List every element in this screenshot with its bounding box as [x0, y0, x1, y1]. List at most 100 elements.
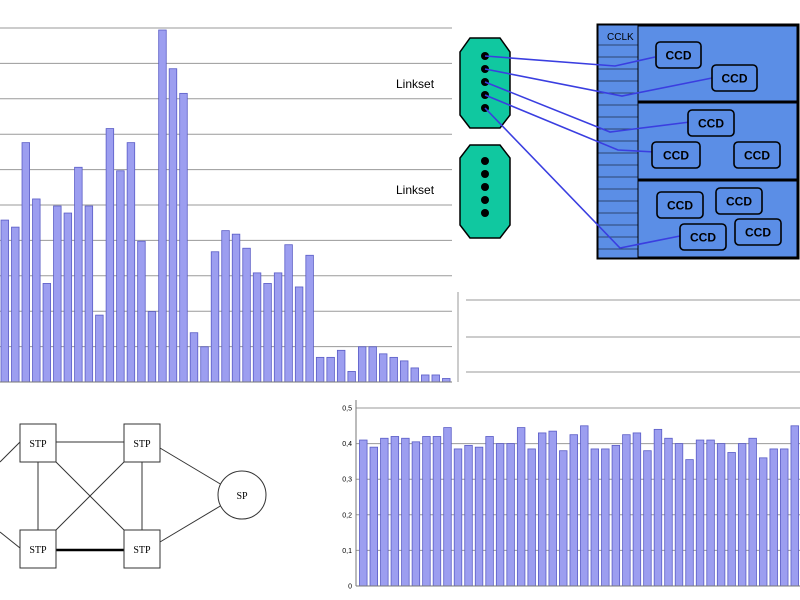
top-left-bar — [442, 378, 451, 383]
top-left-bar — [221, 230, 230, 383]
stp-label: STP — [29, 545, 47, 556]
link-port — [481, 157, 489, 165]
ccd-label: CCD — [698, 117, 724, 131]
top-left-bar — [336, 349, 346, 383]
top-left-bar — [210, 251, 220, 383]
ccd-box — [715, 187, 763, 215]
top-left-bar — [326, 356, 335, 383]
top-left-bar — [421, 374, 430, 383]
bottom-right-bar — [485, 436, 494, 587]
bottom-right-bar — [569, 434, 578, 587]
mid-right-grid — [457, 292, 800, 382]
top-left-bar — [179, 92, 188, 383]
top-left-bar — [137, 240, 146, 383]
top-left-bar — [315, 356, 325, 383]
link-port — [481, 196, 489, 204]
top-left-bar — [242, 247, 251, 383]
top-left-bar — [284, 244, 293, 383]
ccd-label: CCD — [667, 199, 693, 213]
ccd-label: CCD — [663, 149, 689, 163]
ccd-label: CCD — [722, 72, 748, 86]
stp-label: STP — [29, 439, 47, 450]
stp-node — [19, 529, 57, 569]
bottom-right-y-tick-label: 0,4 — [342, 441, 352, 448]
stp-node — [123, 529, 161, 569]
link-line — [484, 94, 656, 153]
bottom-right-bar — [759, 457, 768, 587]
cclk-label: CCLK — [607, 32, 634, 43]
bottom-right-bar — [611, 444, 621, 587]
bottom-right-bar — [432, 436, 442, 587]
cclk-column-rect — [597, 24, 639, 259]
ccd-box — [734, 218, 782, 246]
bottom-right-bar — [643, 450, 652, 587]
bottom-right-bar — [748, 437, 757, 587]
network-link — [0, 441, 21, 463]
top-left-bar — [53, 205, 62, 383]
bottom-right-bar — [601, 448, 610, 587]
top-left-bar-chart — [0, 27, 452, 383]
hardware-diagram: CCLK Linkset Linkset CCD CCD CCD CCD — [396, 23, 800, 260]
ccd-box — [655, 41, 702, 69]
bottom-right-y-tick-label: 0,2 — [342, 512, 352, 519]
ccd-box — [711, 64, 758, 92]
top-left-bar — [126, 142, 136, 383]
bottom-right-bar — [538, 432, 547, 587]
stp-node — [19, 423, 57, 463]
top-left-bar — [32, 198, 41, 383]
top-left-bar — [105, 128, 115, 383]
bottom-right-bar — [685, 459, 694, 587]
bottom-right-bar — [727, 452, 736, 587]
ccd-box — [651, 141, 701, 169]
bottom-right-bar — [695, 439, 705, 587]
top-left-bar — [368, 346, 377, 383]
bottom-right-bar — [474, 446, 484, 587]
sp-label: SP — [236, 491, 248, 502]
top-left-bar — [431, 374, 440, 383]
stp-label: STP — [133, 439, 151, 450]
bottom-right-bars — [359, 425, 799, 587]
bottom-right-bar — [411, 441, 421, 587]
link-line — [484, 107, 681, 249]
bottom-right-bar — [422, 436, 431, 587]
link-line — [484, 81, 691, 133]
top-left-bar — [11, 226, 20, 383]
bottom-right-bar — [622, 434, 631, 587]
top-left-bar — [389, 356, 398, 383]
bottom-right-bar — [674, 443, 684, 587]
ccd-label: CCD — [726, 195, 752, 209]
link-port — [481, 183, 489, 191]
link-port — [481, 170, 489, 178]
ccd-box — [733, 141, 781, 169]
stp-label: STP — [133, 545, 151, 556]
stp-node — [123, 423, 161, 463]
top-left-bar — [0, 219, 9, 383]
ccd-box — [687, 109, 735, 137]
top-left-bar — [189, 332, 199, 383]
top-left-bar — [42, 283, 52, 383]
bottom-right-bar — [559, 450, 568, 587]
bottom-right-y-tick-label: 0,3 — [342, 477, 352, 484]
bottom-right-bar — [516, 427, 526, 587]
link-line — [484, 55, 656, 67]
bottom-right-y-ticks: 0,5 0,4 0,3 0,2 0,1 0 — [342, 406, 352, 591]
bottom-right-bar — [453, 448, 463, 587]
top-left-bar — [168, 68, 178, 383]
top-left-bar — [379, 353, 388, 383]
ccd-label: CCD — [666, 49, 692, 63]
bottom-right-bar — [380, 437, 389, 587]
ccd-label: CCD — [690, 231, 716, 245]
bottom-right-bar — [359, 439, 368, 587]
top-left-bars — [0, 29, 451, 383]
bottom-right-y-tick-label: 0,1 — [342, 548, 352, 555]
bottom-right-y-tick-label: 0 — [348, 584, 352, 591]
bottom-right-y-tick-label: 0,5 — [342, 406, 352, 413]
bottom-right-bar — [706, 439, 715, 587]
top-left-bar — [252, 272, 262, 383]
linkset-label-1: Linkset — [396, 77, 435, 91]
top-left-bar — [231, 233, 241, 383]
bottom-right-bar — [443, 427, 452, 587]
bottom-right-bar — [769, 448, 778, 587]
top-left-bar — [263, 283, 272, 383]
